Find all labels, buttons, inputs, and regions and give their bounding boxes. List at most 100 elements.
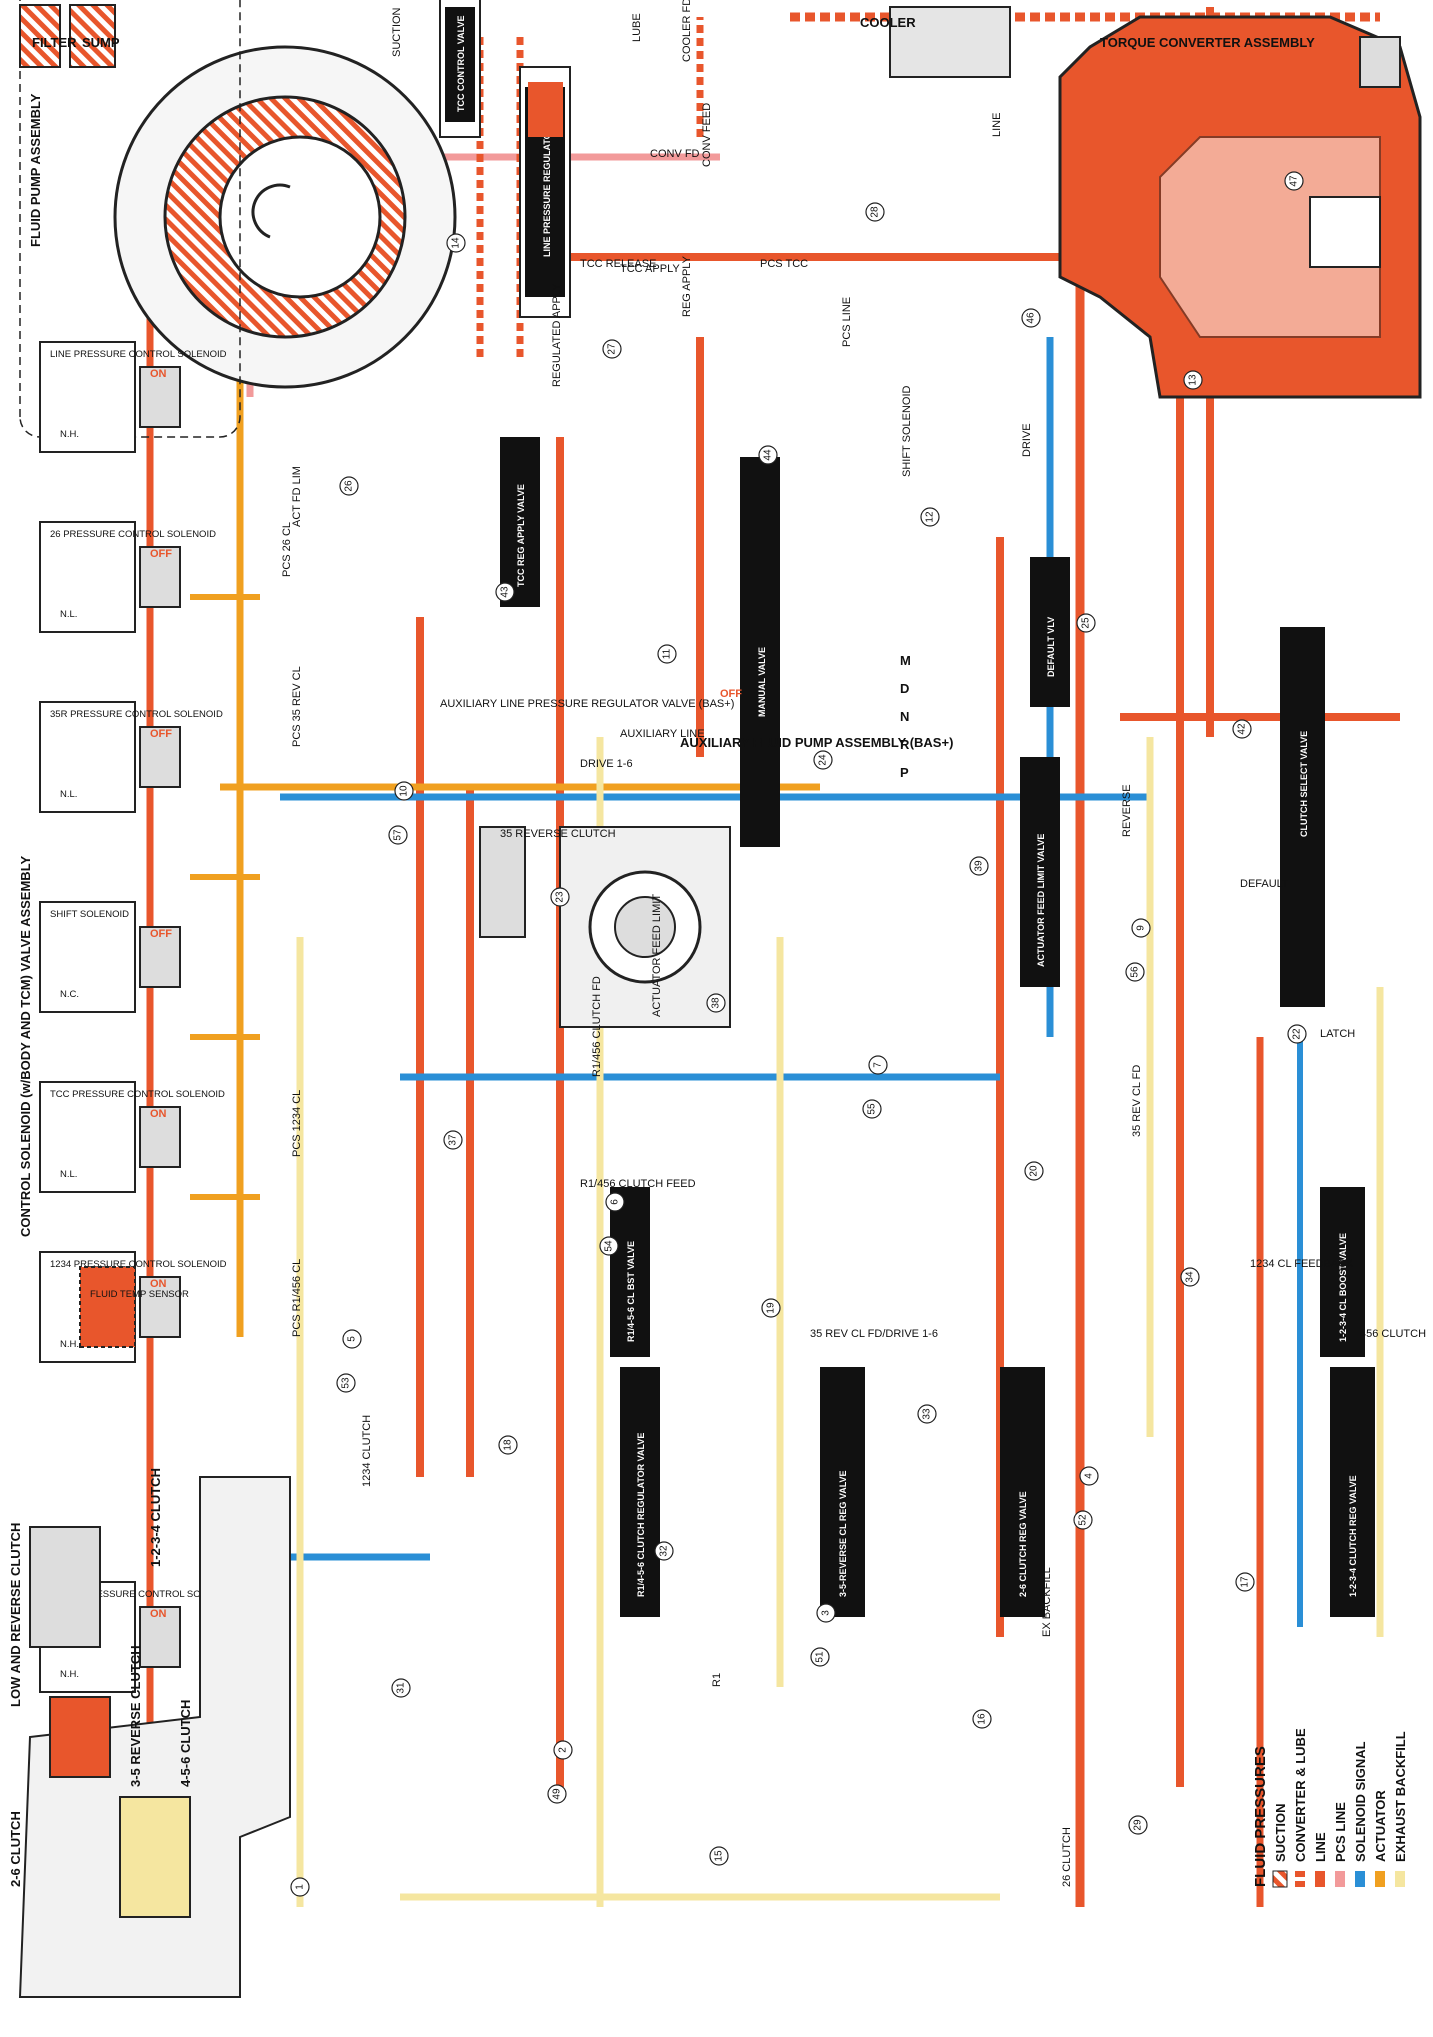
- circuit-label: SUCTION: [391, 7, 403, 57]
- solenoid-head: [139, 366, 181, 428]
- orifice-circle: [605, 1192, 625, 1212]
- orifice-number: 2: [553, 1740, 573, 1760]
- orifice-label: 43: [500, 586, 511, 598]
- legend-label: SUCTION: [1273, 1804, 1288, 1863]
- r1456-reg-label: R1/4-5-6 CLUTCH REGULATOR VALVE: [636, 1433, 646, 1597]
- orifice-label: 46: [1026, 312, 1037, 324]
- manual-position-d: D: [900, 681, 909, 696]
- c26-reg-label: 2-6 CLUTCH REG VALVE: [1018, 1491, 1028, 1597]
- circuit-label: R1: [711, 1673, 723, 1687]
- legend-swatch: [1272, 1870, 1288, 1888]
- orifice-label: 54: [604, 1240, 615, 1252]
- clutch-select-label: CLUTCH SELECT VALVE: [1299, 731, 1309, 837]
- solenoid-name: TCC PRESSURE CONTROL SOLENOID: [50, 1089, 225, 1100]
- orifice-number: 12: [920, 507, 940, 527]
- clutch-select-valve: CLUTCH SELECT VALVE: [1280, 627, 1325, 1007]
- solenoid-head: [139, 546, 181, 608]
- orifice-label: 55: [867, 1103, 878, 1115]
- c1234-boost-valve: 1-2-3-4 CL BOOST VALVE: [1320, 1187, 1365, 1357]
- circuit-label: 35 REV CL FD: [1131, 1065, 1143, 1137]
- orifice-label: 28: [870, 206, 881, 218]
- orifice-label: 5: [347, 1336, 358, 1342]
- orifice-label: 34: [1185, 1271, 1196, 1283]
- solenoid-name: 26 PRESSURE CONTROL SOLENOID: [50, 529, 216, 540]
- orifice-circle: [758, 445, 778, 465]
- circuit-label: REVERSE: [1121, 784, 1133, 837]
- orifice-label: 7: [873, 1062, 884, 1068]
- orifice-number: 52: [1073, 1510, 1093, 1530]
- orifice-number: 27: [602, 339, 622, 359]
- orifice-circle: [1235, 1572, 1255, 1592]
- circuit-label: R1/456 CLUTCH FEED: [580, 1178, 696, 1190]
- legend-title: FLUID PRESSURES: [1252, 1746, 1269, 1887]
- orifice-label: 49: [552, 1788, 563, 1800]
- solenoid-type: N.H.: [60, 1669, 79, 1680]
- legend-label: PCS LINE: [1333, 1802, 1348, 1862]
- legend-item: PCS LINE: [1333, 1802, 1348, 1887]
- orifice-circle: [443, 1130, 463, 1150]
- orifice-number: 17: [1235, 1572, 1255, 1592]
- solenoid-head: [139, 1276, 181, 1338]
- orifice-label: 57: [393, 829, 404, 841]
- clutch-35-label: 3-5 REVERSE CLUTCH: [128, 1645, 143, 1787]
- orifice-number: 42: [1232, 719, 1252, 739]
- orifice-number: 13: [1183, 370, 1203, 390]
- orifice-number: 31: [391, 1678, 411, 1698]
- orifice-label: 1: [295, 1884, 306, 1890]
- orifice-circle: [599, 1236, 619, 1256]
- orifice-label: 29: [1133, 1819, 1144, 1831]
- clutch-c1234-label: 1-2-3-4 CLUTCH: [148, 1468, 163, 1567]
- solenoid-type: N.L.: [60, 1169, 77, 1180]
- orifice-number: 33: [917, 1404, 937, 1424]
- circuit-label: CONV FD: [650, 148, 700, 160]
- circuit-label: 35 REV CL FD/DRIVE 1-6: [810, 1328, 938, 1340]
- orifice-number: 10: [394, 781, 414, 801]
- circuit-label: 456 CLUTCH: [1360, 1328, 1426, 1340]
- orifice-circle: [553, 1740, 573, 1760]
- cooler-box: COOLER: [860, 6, 1011, 78]
- circuit-label: DRIVE 1-6: [580, 758, 633, 770]
- solenoid-type: N.L.: [60, 609, 77, 620]
- orifice-number: 9: [1131, 918, 1151, 938]
- aux-regulator-label: AUXILIARY LINE PRESSURE REGULATOR VALVE …: [440, 698, 734, 710]
- solenoid-head: [139, 1106, 181, 1168]
- solenoid-name: 35R PRESSURE CONTROL SOLENOID: [50, 709, 223, 720]
- solenoid-head: [139, 926, 181, 988]
- orifice-circle: [969, 856, 989, 876]
- solenoid-name: SHIFT SOLENOID: [50, 909, 129, 920]
- solenoid-state: ON: [150, 1108, 167, 1120]
- orifice-label: 15: [714, 1850, 725, 1862]
- orifice-number: 54: [599, 1236, 619, 1256]
- circuit-label: PCS 35 REV CL: [291, 666, 303, 747]
- orifice-circle: [495, 582, 515, 602]
- orifice-label: 23: [555, 891, 566, 903]
- circuit-label: SHIFT SOLENOID: [901, 385, 913, 477]
- orifice-label: 39: [974, 860, 985, 872]
- solenoid-state: OFF: [150, 548, 172, 560]
- orifice-number: 15: [709, 1846, 729, 1866]
- circuit-label: LUBE: [631, 13, 643, 42]
- orifice-number: 46: [1021, 308, 1041, 328]
- solenoid-1: 26 PRESSURE CONTROL SOLENOID N.L. OFF: [39, 521, 216, 633]
- orifice-circle: [1076, 613, 1096, 633]
- orifice-circle: [336, 1373, 356, 1393]
- orifice-circle: [657, 644, 677, 664]
- line-pressure-regulator-valve: LINE PRESSURE REGULATOR: [519, 66, 571, 318]
- orifice-circle: [654, 1541, 674, 1561]
- actuator-feed-limit-label: ACTUATOR FEED LIMIT VALVE: [1036, 834, 1046, 967]
- fluid-passages: [146, 7, 1400, 1907]
- legend-item: ACTUATOR: [1373, 1790, 1388, 1887]
- orifice-number: 37: [443, 1130, 463, 1150]
- orifice-circle: [1284, 171, 1304, 191]
- orifice-circle: [709, 1846, 729, 1866]
- solenoid-state: ON: [150, 368, 167, 380]
- orifice-number: 28: [865, 202, 885, 222]
- circuit-label: PCS R1/456 CL: [291, 1259, 303, 1337]
- orifice-circle: [862, 1099, 882, 1119]
- solenoid-state: ON: [150, 1608, 167, 1620]
- orifice-label: 27: [607, 343, 618, 355]
- circuit-label: LINE: [991, 113, 1003, 137]
